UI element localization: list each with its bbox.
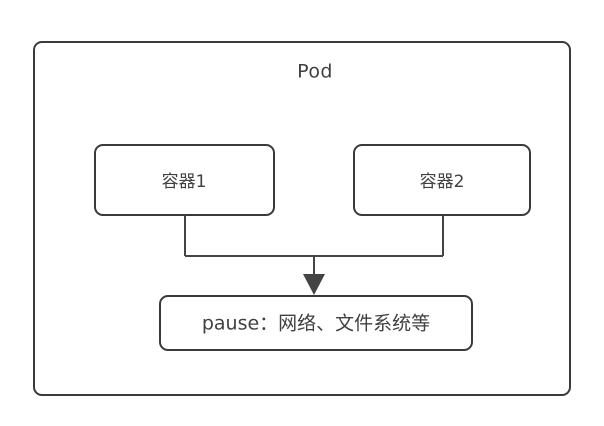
connector-group bbox=[184, 215, 444, 295]
pod-title: Pod bbox=[297, 61, 333, 83]
container-1-label: 容器1 bbox=[162, 172, 207, 192]
pause-label: pause：网络、文件系统等 bbox=[202, 313, 430, 335]
container-2-label: 容器2 bbox=[420, 172, 465, 192]
arrow-head-icon bbox=[303, 274, 325, 295]
pause-box bbox=[159, 295, 473, 351]
